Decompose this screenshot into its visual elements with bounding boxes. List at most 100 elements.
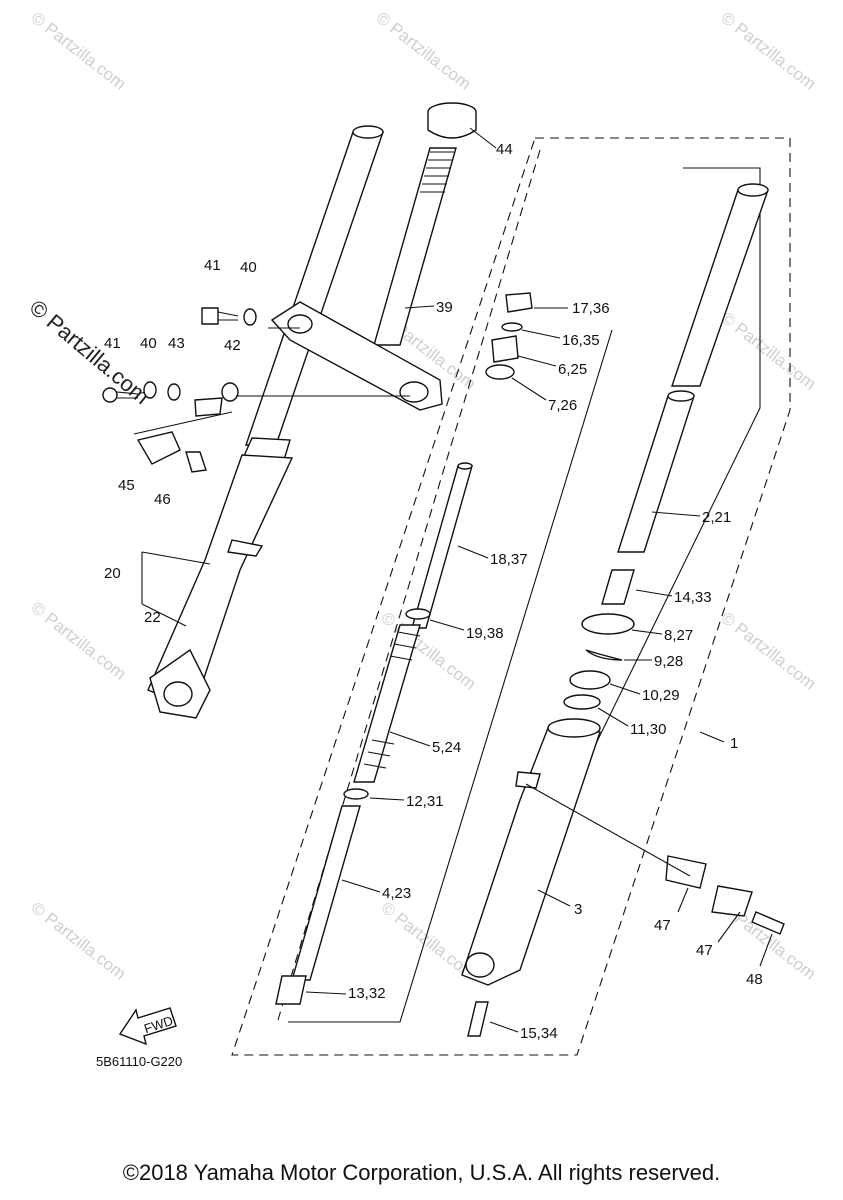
callout-19-38: 19,38 — [466, 625, 504, 642]
callout-48: 48 — [746, 971, 763, 988]
bracket-line — [525, 783, 691, 877]
clip-42 — [221, 382, 239, 402]
seal-10-29 — [569, 670, 611, 690]
callout-40-upper: 40 — [240, 259, 257, 276]
left-inner-tube — [245, 131, 384, 446]
bracket-47b — [711, 885, 753, 917]
rebound-spring-13-32 — [275, 975, 307, 1005]
bushing-14-33 — [601, 569, 635, 605]
callout-labels: 44 39 41 40 41 40 43 42 45 46 20 22 17,3… — [96, 141, 763, 1069]
copyright-notice: ©2018 Yamaha Motor Corporation, U.S.A. A… — [122, 1160, 721, 1185]
bolt-46 — [185, 451, 207, 473]
left-fork-assembly — [147, 125, 384, 719]
stem-threads — [420, 151, 455, 193]
damper-rod-4-23 — [291, 805, 361, 981]
right-fork-assembly — [461, 183, 785, 1037]
seal-8-27 — [581, 613, 635, 635]
watermark-main: © Partzilla.com — [25, 295, 155, 409]
bearing-44-body — [427, 112, 477, 139]
spring-5-24 — [353, 624, 421, 783]
outer-tube-top — [737, 183, 769, 197]
watermark: © Partzilla.com — [718, 308, 820, 394]
callout-7-26: 7,26 — [548, 397, 577, 414]
bracket-45 — [136, 431, 181, 465]
callout-15-34: 15,34 — [520, 1025, 558, 1042]
right-assembly-boundary — [231, 137, 791, 1056]
watermark-layer: © Partzilla.com © Partzilla.com © Partzi… — [25, 8, 820, 984]
callout-41-upper: 41 — [204, 257, 221, 274]
callout-3: 3 — [574, 901, 582, 918]
callout-41-lower: 41 — [104, 335, 121, 352]
washer-11-30 — [563, 694, 601, 710]
callout-44: 44 — [496, 141, 513, 158]
callout-20: 20 — [104, 565, 121, 582]
lug-3 — [515, 771, 541, 789]
boundary-1-bracket — [587, 167, 761, 761]
outer-tube-upper-2-21 — [671, 189, 769, 387]
bracket-47a — [665, 855, 707, 889]
center-inner-parts — [275, 292, 533, 1005]
left-inner-tube-top — [352, 125, 384, 139]
callout-8-27: 8,27 — [664, 627, 693, 644]
callout-5-24: 5,24 — [432, 739, 461, 756]
left-outer-tube-lug — [227, 539, 264, 557]
callout-4-23: 4,23 — [382, 885, 411, 902]
oring-16-35 — [501, 322, 523, 332]
oring-7-26 — [485, 364, 515, 380]
spacer-top — [457, 462, 473, 470]
callout-6-25: 6,25 — [558, 361, 587, 378]
spacer-18-37 — [411, 465, 473, 629]
washer-40-upper — [243, 308, 257, 326]
callout-14-33: 14,33 — [674, 589, 712, 606]
callout-2-21: 2,21 — [702, 509, 731, 526]
steering-stem — [270, 102, 477, 411]
bracket-right-clamp — [399, 381, 429, 403]
adjuster-6-25 — [491, 335, 519, 363]
bolt-41-upper-thread — [217, 311, 239, 321]
callout-39: 39 — [436, 299, 453, 316]
washer-40-lower — [143, 381, 157, 399]
bolt-48 — [751, 911, 785, 935]
lower-axle-hole — [465, 952, 495, 978]
lower-tube-3 — [461, 727, 601, 986]
callout-13-32: 13,32 — [348, 985, 386, 1002]
outer-tube-lower-top — [667, 390, 695, 402]
callout-11-30: 11,30 — [630, 721, 666, 738]
clip-42-body — [194, 397, 223, 417]
callout-16-35: 16,35 — [562, 332, 600, 349]
inner-assembly-bracket — [288, 329, 613, 1023]
watermark: © Partzilla.com — [28, 8, 130, 94]
spring-coils — [363, 631, 421, 769]
watermark: © Partzilla.com — [373, 8, 475, 94]
bolt-15-34 — [467, 1001, 489, 1037]
diagram-code: 5B61110-G220 — [96, 1054, 182, 1069]
cap-bolt-17-36 — [505, 292, 533, 313]
bolt-cluster — [102, 307, 410, 473]
fwd-arrow-shape — [118, 1007, 177, 1046]
watermark: © Partzilla.com — [718, 8, 820, 94]
clip-line — [133, 327, 300, 435]
callout-1: 1 — [730, 735, 738, 752]
washer-43 — [167, 383, 181, 401]
callout-45: 45 — [118, 477, 135, 494]
callout-22: 22 — [144, 609, 161, 626]
callout-42: 42 — [224, 337, 241, 354]
fwd-arrow: FWD — [118, 1007, 177, 1046]
watermark: © Partzilla.com — [28, 898, 130, 984]
watermark: © Partzilla.com — [718, 608, 820, 694]
left-axle-hole — [163, 681, 193, 707]
lower-bracket — [270, 301, 443, 411]
callout-18-37: 18,37 — [490, 551, 528, 568]
clip-9-28 — [585, 649, 623, 661]
washer-19-38 — [405, 608, 431, 620]
callout-47b: 47 — [696, 942, 713, 959]
stem-shaft — [373, 147, 457, 346]
callout-40-lower: 40 — [140, 335, 157, 352]
leader-lines — [141, 127, 773, 1033]
callout-46: 46 — [154, 491, 171, 508]
bolt-41-upper — [201, 307, 219, 325]
callout-10-29: 10,29 — [642, 687, 680, 704]
callout-12-31: 12,31 — [406, 793, 444, 810]
watermark: © Partzilla.com — [28, 598, 130, 684]
